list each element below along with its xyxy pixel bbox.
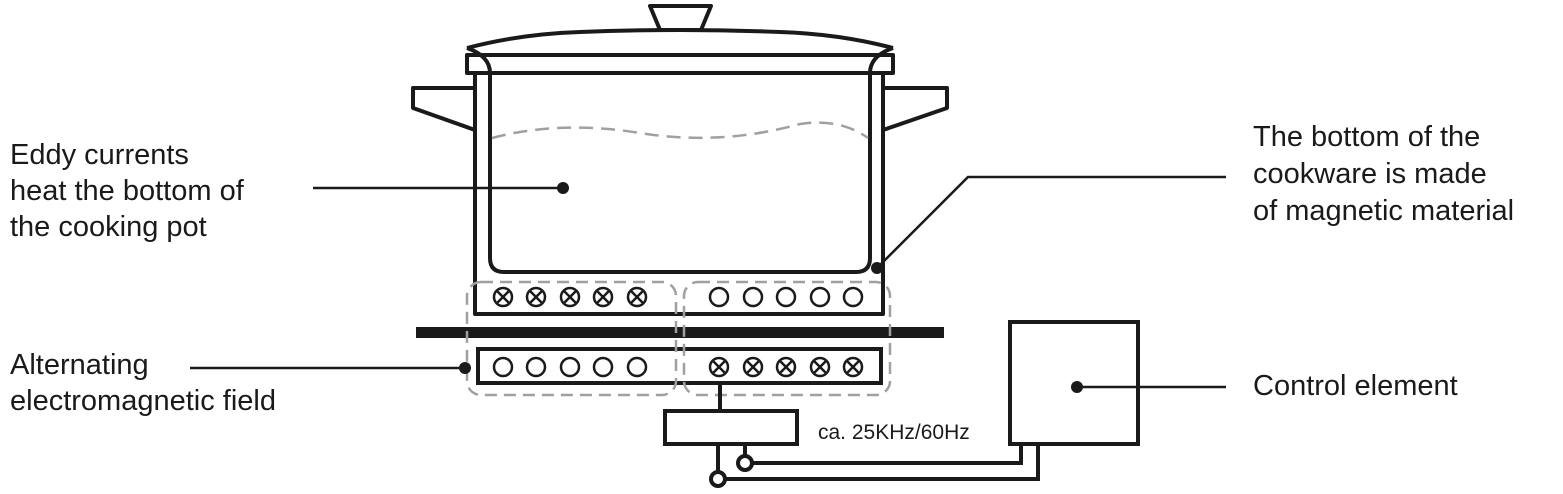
bottom-label-line-3: of magnetic material (1253, 195, 1515, 227)
field-label-line-1: Alternating (10, 349, 149, 381)
coil-current-in-marker (809, 356, 831, 378)
field-loop-right (682, 280, 892, 397)
dot-eddy (557, 182, 569, 194)
coil-current-out-marker (492, 356, 514, 378)
pot-current-in-marker (626, 286, 648, 308)
pot-current-out-marker (842, 286, 864, 308)
terminal-lower (709, 470, 727, 488)
coil-current-out-marker (592, 356, 614, 378)
wire-control-upper (752, 444, 1023, 465)
coil-current-out-marker (559, 356, 581, 378)
bottom-label-line-2: cookware is made (1253, 158, 1487, 190)
pot-inner-wall (488, 73, 872, 274)
terminal-upper (736, 454, 754, 472)
power-module (663, 409, 799, 446)
liquid-surface (491, 121, 869, 140)
pot-current-out-marker (708, 286, 730, 308)
pot-current-out-marker (809, 286, 831, 308)
pot-current-out-marker (742, 286, 764, 308)
pot-current-in-marker (525, 286, 547, 308)
pot-current-in-marker (492, 286, 514, 308)
rim-curl-right (868, 46, 894, 74)
dot-control (1071, 381, 1083, 393)
left-handle (411, 86, 476, 132)
eddy-label-line-1: Eddy currents (10, 139, 189, 171)
pot-rim (465, 53, 895, 75)
cooktop-plate (416, 327, 944, 338)
pot-current-in-marker (559, 286, 581, 308)
coil-current-out-marker (626, 356, 648, 378)
pot-outer-wall (473, 73, 885, 316)
field-label-line-2: electromagnetic field (10, 385, 276, 417)
coil-current-in-marker (742, 356, 764, 378)
dot-field (459, 362, 471, 374)
wire-control-lower (726, 444, 1040, 481)
pot-lid (466, 28, 894, 50)
pot-current-in-marker (592, 286, 614, 308)
control-element-label: Control element (1253, 370, 1458, 402)
lid-knob (648, 4, 713, 32)
control-element-box (1008, 320, 1140, 446)
coil-current-in-marker (842, 356, 864, 378)
eddy-label-line-2: heat the bottom of (10, 175, 244, 207)
frequency-label: ca. 25KHz/60Hz (818, 421, 970, 444)
right-handle (882, 86, 949, 132)
field-loop-left (465, 280, 678, 397)
bottom-label-line-1: The bottom of the (1253, 121, 1481, 153)
coil-housing (476, 347, 883, 385)
coil-current-out-marker (525, 356, 547, 378)
eddy-label-line-3: the cooking pot (10, 211, 207, 243)
pot-current-out-marker (775, 286, 797, 308)
coil-current-in-marker (708, 356, 730, 378)
rim-curl-left (466, 46, 492, 74)
dot-bottom (871, 262, 883, 274)
coil-current-in-marker (775, 356, 797, 378)
leader-bottom (877, 175, 1226, 268)
